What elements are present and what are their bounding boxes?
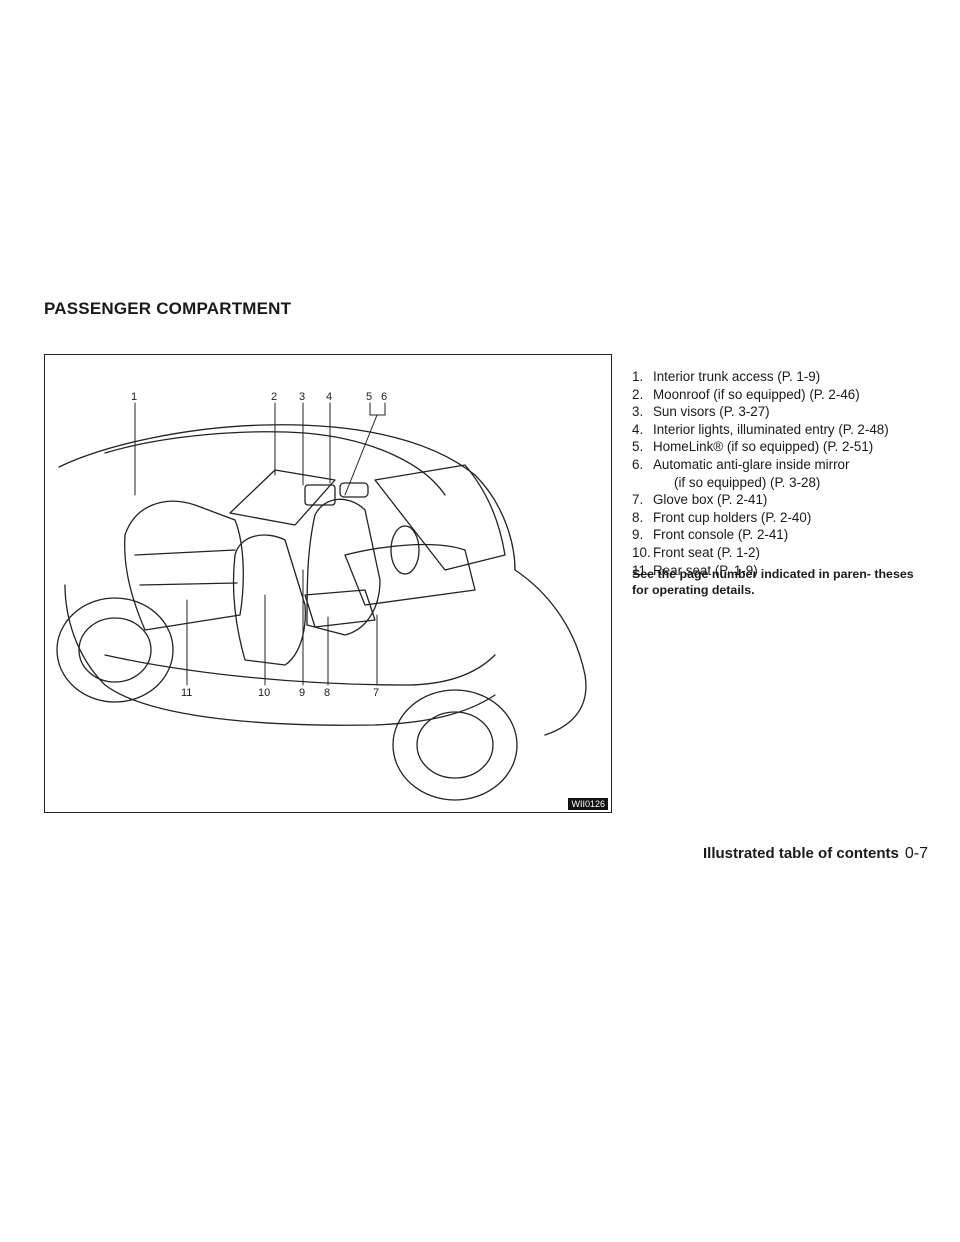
parts-list: 1.Interior trunk access (P. 1-9) 2.Moonr… — [632, 368, 932, 579]
front-wheel — [392, 689, 518, 801]
dashboard — [344, 543, 476, 606]
roof-line — [104, 431, 446, 496]
list-item: 7.Glove box (P. 2-41) — [632, 492, 768, 508]
list-item: 5.HomeLink® (if so equipped) (P. 2-51) — [632, 439, 874, 455]
lower-body — [64, 584, 496, 726]
callout-7: 7 — [373, 687, 380, 699]
figure-code: WII0126 — [568, 798, 608, 810]
list-item: 11.Rear seat (P. 1-9) — [632, 562, 758, 578]
overhead-console — [304, 484, 336, 506]
list-item: 6.Automatic anti-glare inside mirror(if … — [632, 456, 850, 490]
callout-2: 2 — [271, 391, 278, 403]
list-item: 8.Front cup holders (P. 2-40) — [632, 509, 812, 525]
callout-leaders — [134, 402, 386, 686]
list-item: 10.Front seat (P. 1-2) — [632, 544, 760, 560]
section-title: PASSENGER COMPARTMENT — [44, 299, 292, 318]
rear-wheel — [56, 597, 174, 703]
callout-8: 8 — [324, 687, 331, 699]
list-item: 9.Front console (P. 2-41) — [632, 527, 789, 543]
callout-10: 10 — [258, 687, 271, 699]
car-body-outline — [58, 424, 587, 736]
operating-details-note: See the page number indicated in paren- … — [632, 567, 914, 597]
callout-9: 9 — [299, 687, 306, 699]
front-seat-left — [232, 534, 306, 666]
callout-3: 3 — [299, 391, 306, 403]
front-wheel-inner — [416, 711, 494, 779]
callout-11: 11 — [181, 687, 193, 699]
callout-5: 5 — [366, 391, 373, 403]
passenger-compartment-illustration: 1 2 3 4 5 6 7 8 9 10 11 WII0126 — [44, 354, 612, 813]
front-seat-right — [306, 498, 381, 636]
steering-wheel — [390, 525, 420, 575]
door-sill — [104, 654, 496, 686]
windshield — [374, 464, 506, 571]
page-number: 0-7 — [904, 845, 928, 862]
list-item: 2.Moonroof (if so equipped) (P. 2-46) — [632, 386, 860, 402]
rear-wheel-inner — [78, 617, 152, 683]
rearview-mirror — [339, 482, 369, 498]
callout-6: 6 — [381, 391, 388, 403]
callout-4: 4 — [326, 391, 333, 403]
callout-1: 1 — [131, 391, 138, 403]
list-item: 4.Interior lights, illuminated entry (P.… — [632, 421, 889, 437]
list-item: 1.Interior trunk access (P. 1-9) — [632, 369, 821, 384]
center-console — [304, 589, 376, 628]
page-footer: Illustrated table of contents 0-7 — [703, 845, 928, 863]
car-interior-drawing — [56, 402, 587, 801]
footer-title: Illustrated table of contents — [703, 845, 899, 862]
rear-seat — [124, 500, 244, 631]
moonroof-panel — [229, 469, 336, 526]
list-item: 3.Sun visors (P. 3-27) — [632, 404, 770, 420]
